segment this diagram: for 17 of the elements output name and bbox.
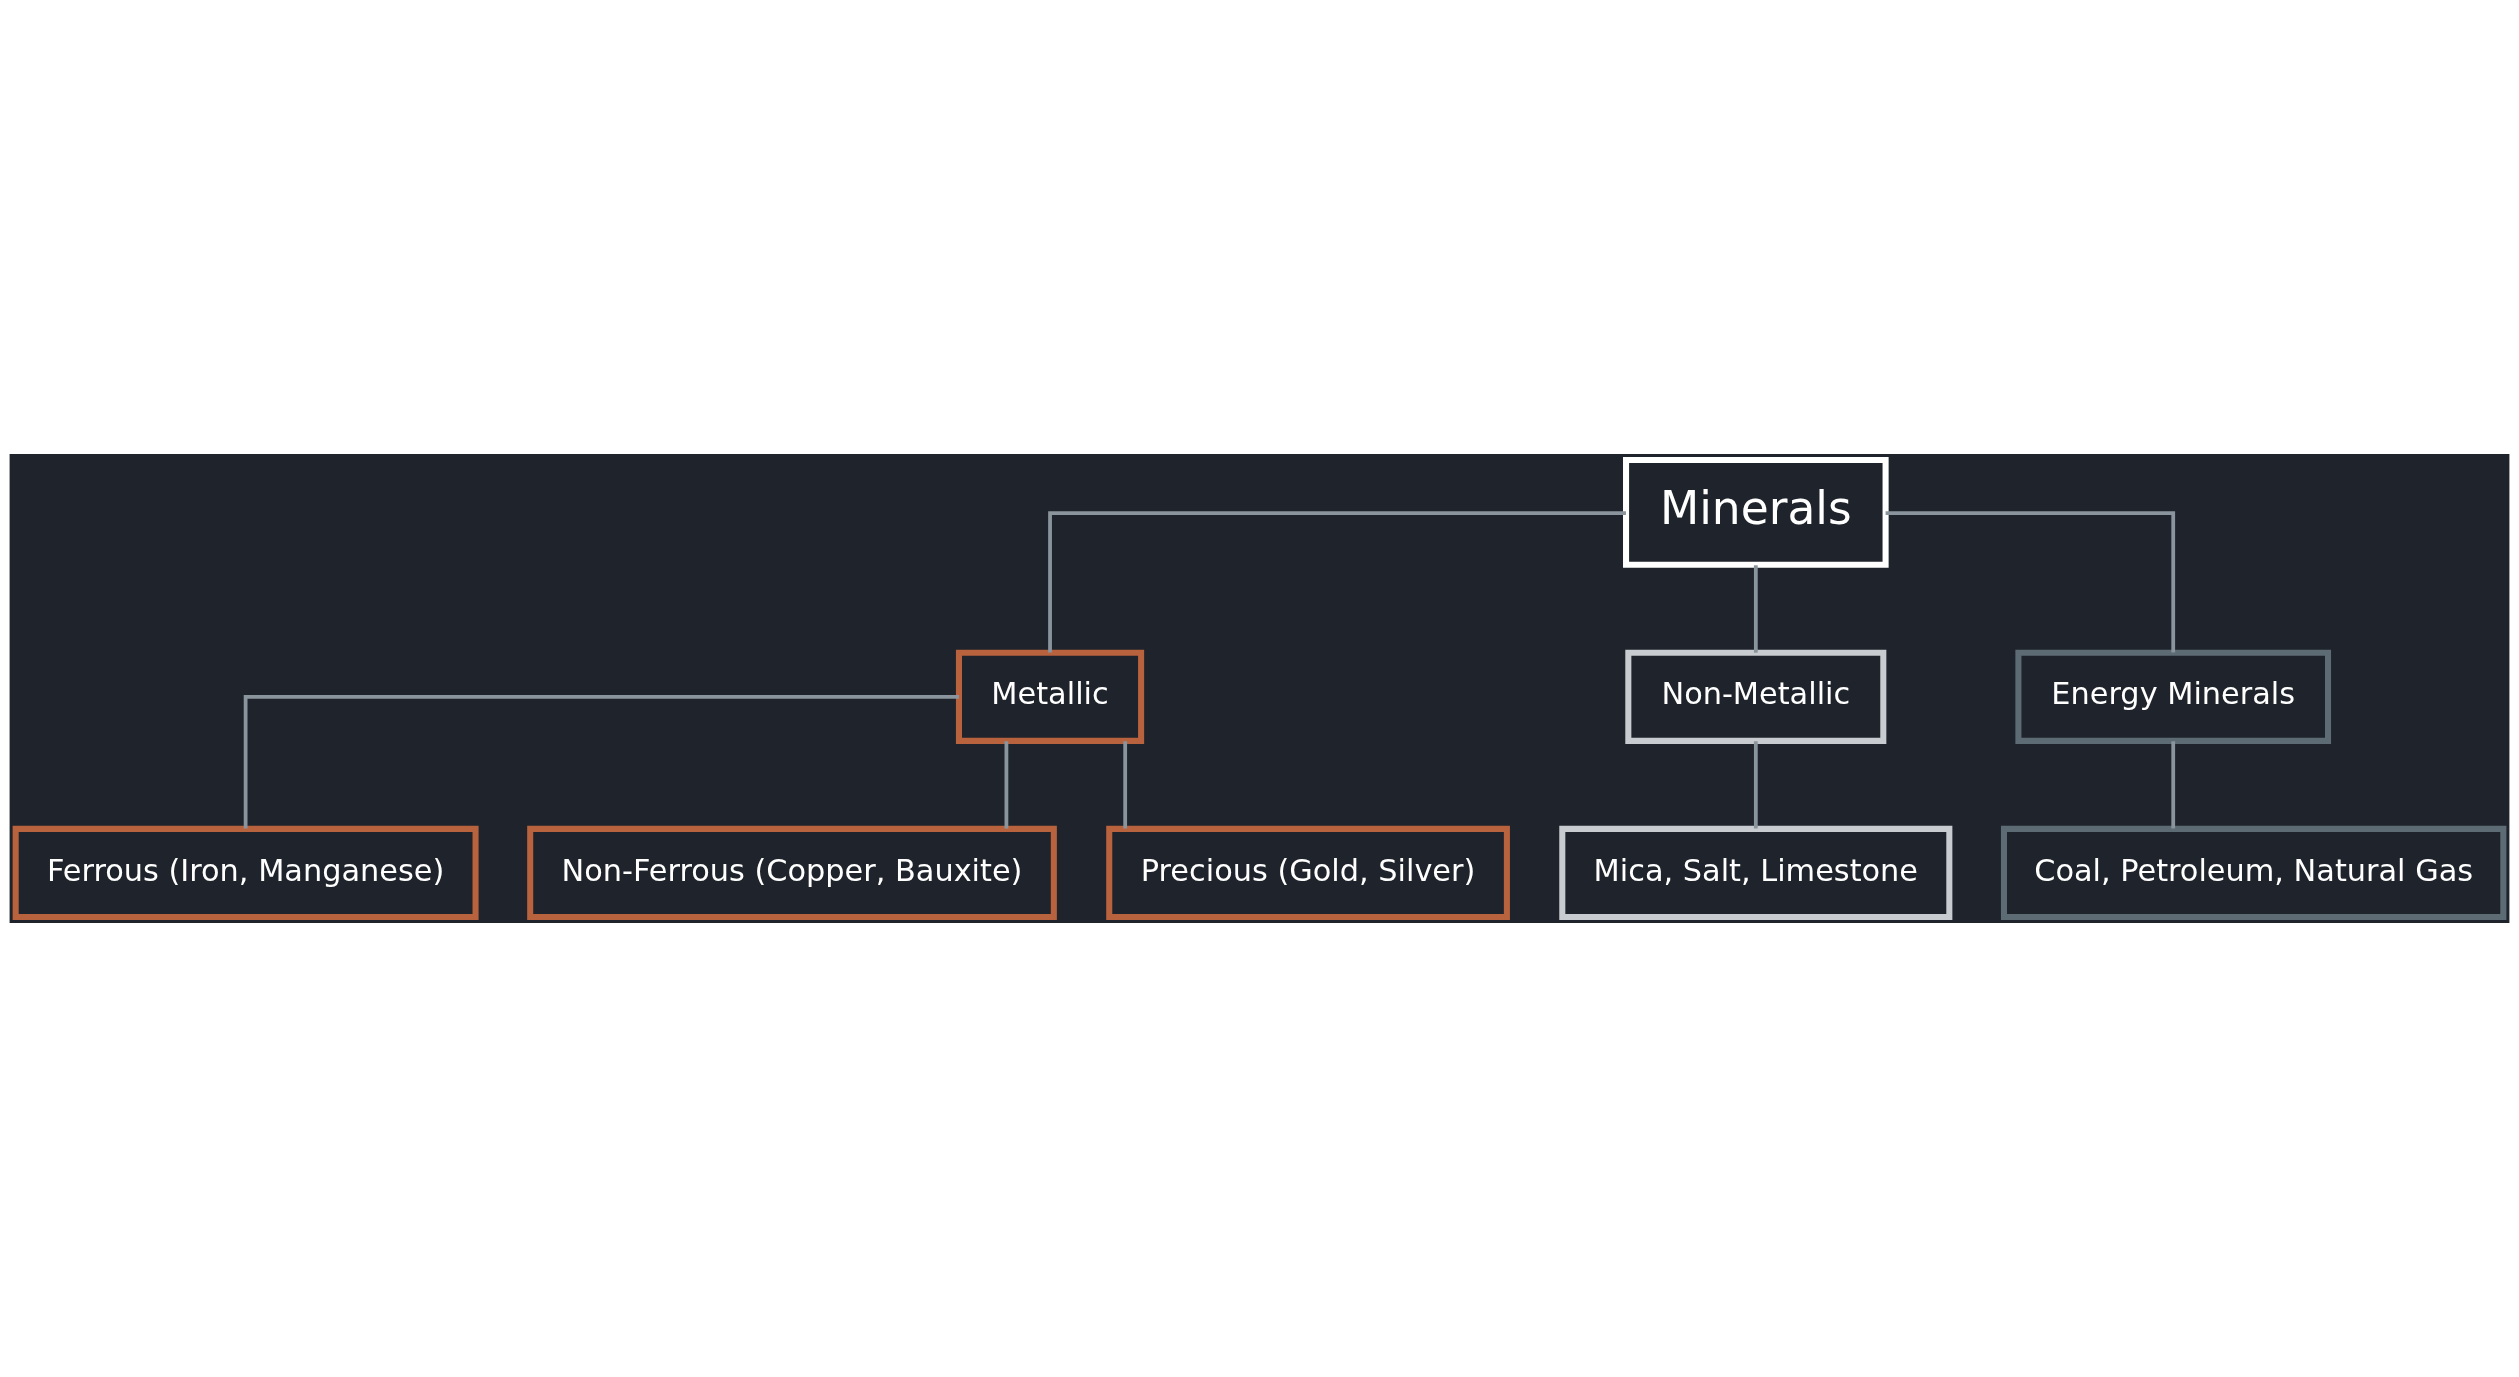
connector xyxy=(1048,511,1626,653)
node-box: Non-Ferrous (Copper, Bauxite) xyxy=(527,825,1057,920)
connector xyxy=(2171,741,2176,829)
connector xyxy=(243,694,959,829)
connector xyxy=(1753,741,1758,829)
node-box: Non-Metallic xyxy=(1625,649,1887,744)
node-box: Minerals xyxy=(1623,457,1889,568)
node-box: Mica, Salt, Limestone xyxy=(1559,825,1953,920)
node-box: Coal, Petroleum, Natural Gas xyxy=(2000,825,2507,920)
node-box: Metallic xyxy=(955,649,1145,744)
node-box: Precious (Gold, Silver) xyxy=(1106,825,1510,920)
node-box: Energy Minerals xyxy=(2015,649,2332,744)
connector xyxy=(1753,565,1758,653)
connector xyxy=(1885,511,2176,653)
node-box: Ferrous (Iron, Manganese) xyxy=(12,825,479,920)
connector xyxy=(1123,741,1128,829)
connector xyxy=(1004,741,1009,829)
